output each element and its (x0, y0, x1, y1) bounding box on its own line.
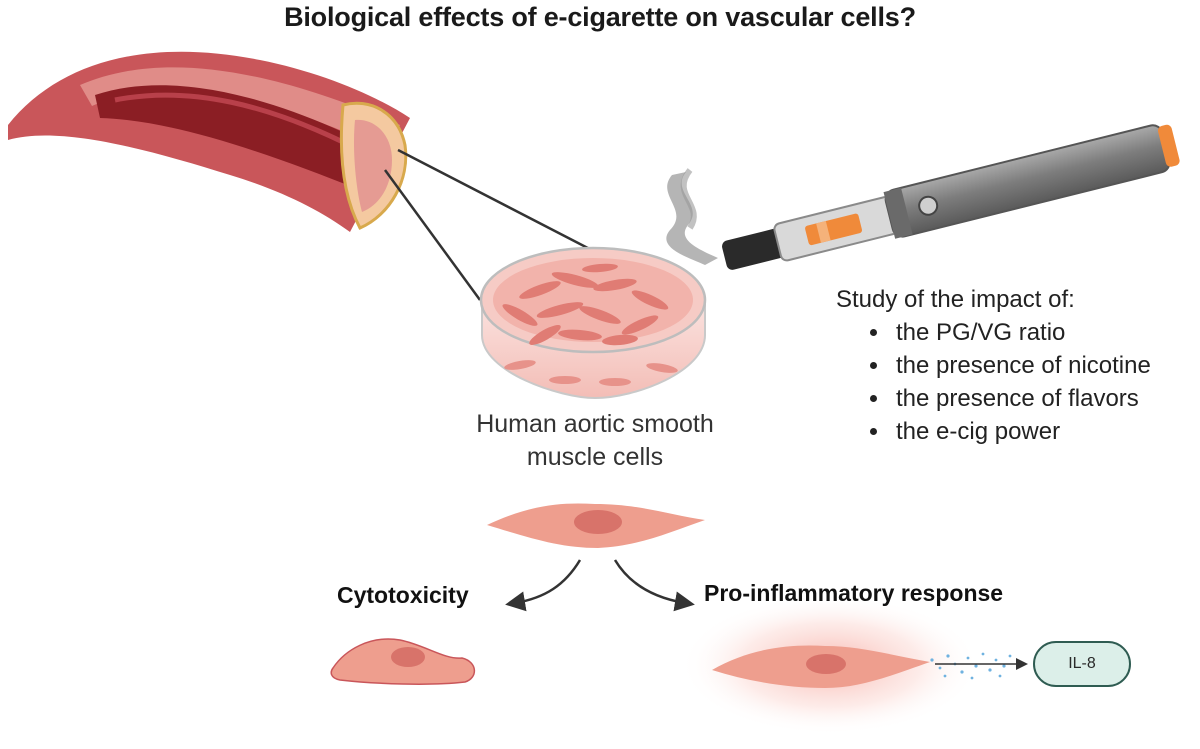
ecig-battery (884, 124, 1171, 238)
il8-badge: IL-8 (1033, 641, 1131, 687)
cytotoxicity-label: Cytotoxicity (337, 582, 469, 608)
vapor-icon (666, 172, 718, 265)
ecig-power-button (918, 195, 939, 216)
ecig-mouthpiece (722, 228, 785, 270)
cytotoxic-cell (330, 638, 476, 685)
diagram-title: Biological effects of e-cigarette on vas… (284, 2, 916, 32)
ecig-liquid (805, 213, 863, 246)
dish-cells (502, 263, 669, 346)
cells-caption-line2: muscle cells (526, 443, 664, 471)
e-cigarette (722, 124, 1180, 270)
ecig-cap (1157, 124, 1180, 167)
smooth-muscle-cell (487, 503, 705, 548)
study-list: the PG/VG ratio the presence of nicotine… (836, 316, 1196, 448)
pro-inflammatory-label: Pro-inflammatory response (704, 580, 1004, 606)
inflamed-cell (712, 645, 930, 688)
vessel-lumen (95, 85, 379, 190)
blood-vessel (8, 51, 410, 232)
study-item: the PG/VG ratio (836, 316, 1196, 349)
study-item: the e-cig power (836, 415, 1196, 448)
arrow-to-cytotoxicity (505, 559, 582, 612)
study-panel: Study of the impact of: the PG/VG ratio … (836, 283, 1196, 448)
study-heading: Study of the impact of: (836, 286, 1075, 313)
study-item: the presence of flavors (836, 382, 1196, 415)
zoom-line-bottom (383, 169, 482, 301)
arrow-to-inflammation (613, 559, 695, 612)
vessel-lumen-highlight (114, 92, 357, 151)
dish-rim-cells (504, 360, 678, 386)
vessel-media-layer (353, 119, 392, 212)
study-item: the presence of nicotine (836, 349, 1196, 382)
cells-caption-line1: Human aortic smooth (476, 410, 714, 438)
cells-caption: Human aortic smooth muscle cells (440, 408, 750, 474)
petri-dish (479, 246, 707, 400)
